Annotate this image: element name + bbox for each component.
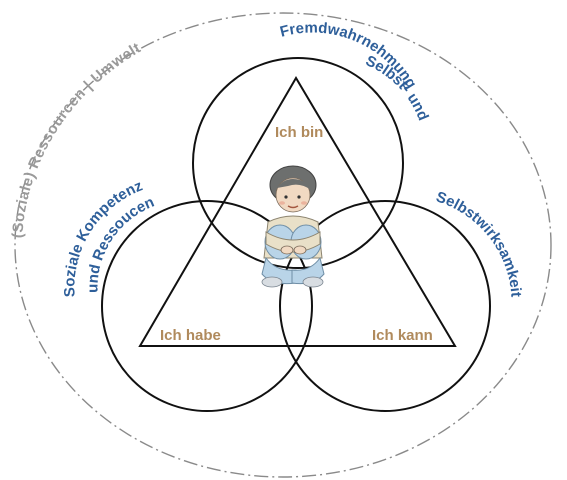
right-circle-label: Selbstwirksamkeit — [434, 188, 525, 297]
label-ich-habe: Ich habe — [160, 327, 221, 344]
circle-left — [101, 200, 313, 412]
label-ich-kann: Ich kann — [372, 327, 433, 344]
circle-top — [192, 57, 404, 269]
triangle — [138, 76, 457, 347]
circle-right — [279, 200, 491, 412]
outer-ring — [14, 12, 552, 478]
seated-child-illustration — [261, 165, 325, 288]
label-ich-bin: Ich bin — [275, 124, 323, 141]
top-circle-label-line2: Selbst- und — [363, 52, 432, 123]
